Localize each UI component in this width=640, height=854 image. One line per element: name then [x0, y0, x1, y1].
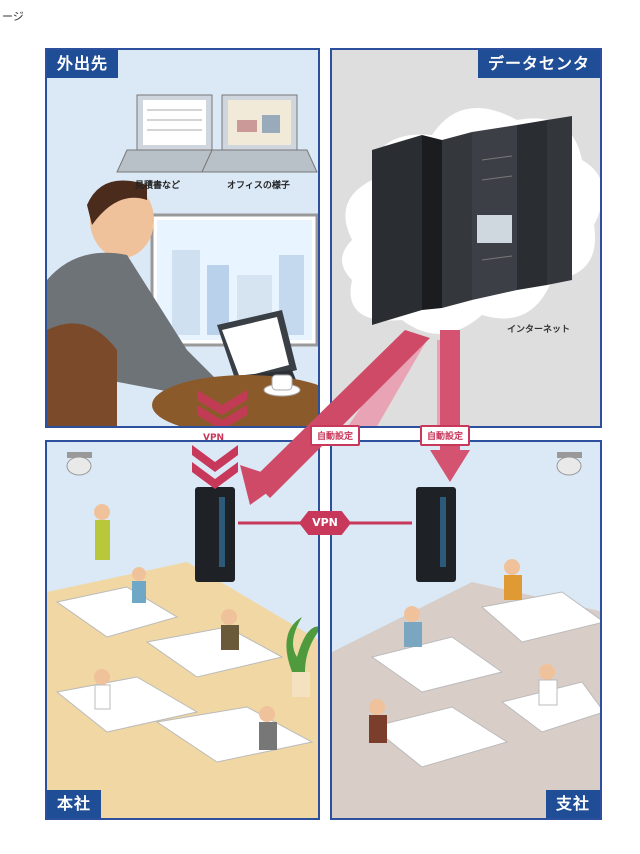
- branch-illustration: [332, 452, 600, 818]
- auto-config-tag-right: 自動設定: [420, 425, 471, 446]
- branch-label: 支社: [545, 790, 600, 818]
- panel-datacenter: データセンタ インターネット: [330, 48, 602, 428]
- security-camera-icon: [556, 452, 582, 476]
- vpn-link-label: VPN: [299, 511, 351, 535]
- auto-config-tag-left: 自動設定: [310, 425, 361, 446]
- panel-headquarters: 本社: [45, 440, 320, 820]
- panel-remote: 外出先 見積書など オフィスの様子: [45, 48, 320, 428]
- branch-router-icon: [416, 487, 456, 582]
- remote-illustration: [47, 94, 318, 426]
- hq-router-icon: [195, 487, 235, 582]
- headquarters-label: 本社: [47, 790, 102, 818]
- vpn-down-label: VPN: [203, 433, 225, 443]
- headquarters-illustration: [47, 452, 318, 818]
- security-camera-icon: [66, 452, 92, 476]
- caption-estimate: 見積書など: [135, 181, 181, 191]
- remote-label: 外出先: [47, 50, 119, 78]
- plant-icon: [286, 617, 318, 697]
- server-racks-icon: [372, 116, 572, 325]
- laptop-office-icon: [201, 94, 318, 173]
- datacenter-label: データセンタ: [477, 50, 600, 78]
- caption-office: オフィスの様子: [227, 181, 290, 191]
- internet-label: インターネット: [507, 325, 571, 335]
- panel-branch: 支社: [330, 440, 602, 820]
- laptop-estimate-icon: [116, 94, 233, 173]
- page-header-fragment: ージ: [2, 10, 24, 23]
- datacenter-illustration: [342, 108, 600, 426]
